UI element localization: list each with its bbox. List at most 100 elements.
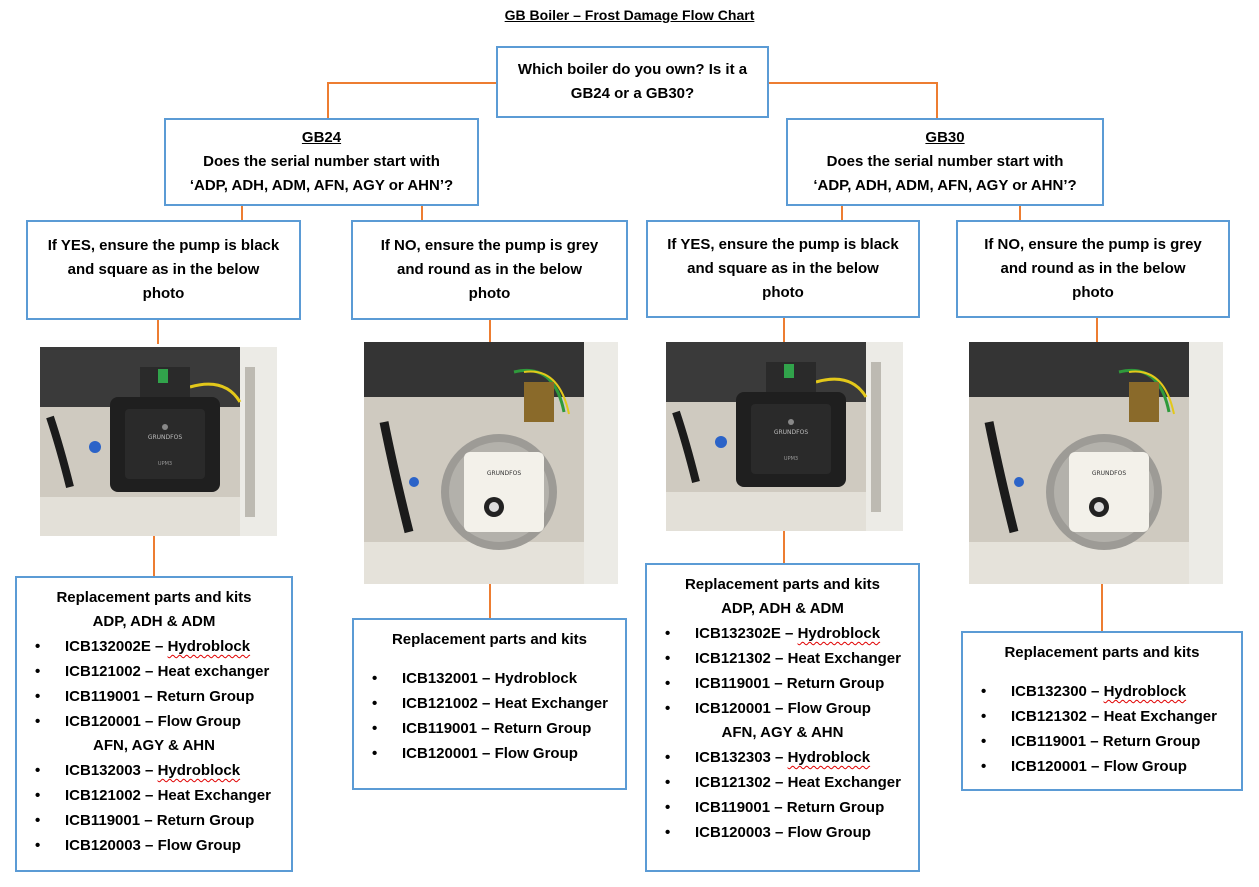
gb24-yes-line2: and square as in the below [68, 258, 260, 282]
connector-line [1019, 205, 1021, 221]
gb30-yes-line2: and square as in the below [687, 257, 879, 281]
parts-list-item: ICB121002 – Heat Exchanger [23, 783, 285, 808]
parts-list: ICB132300 – Hydroblock ICB121302 – Heat … [969, 679, 1235, 779]
part-name: Heat Exchanger [788, 774, 901, 791]
connector-line [153, 536, 155, 576]
question-line2: GB24 or a GB30? [571, 82, 694, 106]
parts-list-item: ICB120001 – Flow Group [360, 741, 619, 766]
gb30-no-box: If NO, ensure the pump is grey and round… [956, 220, 1230, 318]
part-code: ICB119001 – [402, 720, 490, 737]
gb24-yes-box: If YES, ensure the pump is black and squ… [26, 220, 301, 320]
part-code: ICB121302 – [1011, 708, 1099, 725]
black-pump-model: UPM3 [158, 461, 172, 467]
parts-list-item: ICB120003 – Flow Group [653, 820, 912, 845]
parts-list: ICB132002E – Hydroblock ICB121002 – Heat… [23, 634, 285, 734]
gb30-no-line3: photo [1072, 281, 1114, 305]
connector-line [1096, 318, 1098, 342]
part-code: ICB119001 – [1011, 733, 1099, 750]
parts-list-item: ICB121302 – Heat Exchanger [969, 704, 1235, 729]
part-code: ICB121002 – [65, 787, 153, 804]
part-code: ICB121302 – [695, 650, 783, 667]
parts-list-item: ICB121002 – Heat Exchanger [360, 691, 619, 716]
part-name: Hydroblock [168, 638, 251, 655]
part-code: ICB132300 – [1011, 683, 1099, 700]
connector-line [421, 205, 423, 221]
gb24-no-line2: and round as in the below [397, 258, 582, 282]
parts-list-item: ICB119001 – Return Group [360, 716, 619, 741]
gb30-yes-line1: If YES, ensure the pump is black [667, 233, 898, 257]
part-name: Return Group [157, 688, 255, 705]
part-code: ICB132303 – [695, 749, 783, 766]
part-code: ICB120003 – [695, 824, 783, 841]
part-code: ICB132302E – [695, 625, 793, 642]
parts-list-item: ICB120001 – Flow Group [653, 696, 912, 721]
parts-list-item: ICB120003 – Flow Group [23, 833, 285, 858]
parts-list: ICB132003 – Hydroblock ICB121002 – Heat … [23, 758, 285, 858]
part-name: Flow Group [788, 700, 871, 717]
part-name: Return Group [494, 720, 592, 737]
gb24-no-box: If NO, ensure the pump is grey and round… [351, 220, 628, 320]
connector-line [1101, 584, 1103, 631]
page-title: GB Boiler – Frost Damage Flow Chart [0, 7, 1259, 23]
question-line1: Which boiler do you own? Is it a [518, 58, 747, 82]
parts-group-title: ADP, ADH & ADM [653, 597, 912, 621]
connector-line [327, 82, 329, 119]
parts-list-item: ICB121002 – Heat exchanger [23, 659, 285, 684]
part-name: Flow Group [495, 745, 578, 762]
parts-list: ICB132302E – Hydroblock ICB121302 – Heat… [653, 621, 912, 721]
parts-list-item: ICB119001 – Return Group [23, 808, 285, 833]
parts-list-item: ICB120001 – Flow Group [23, 709, 285, 734]
parts-group-title: AFN, AGY & AHN [653, 721, 912, 745]
connector-line [241, 205, 243, 221]
gb30-serial-question: Does the serial number start with [827, 150, 1064, 174]
part-code: ICB132002E – [65, 638, 163, 655]
gb24-yes-parts-box: Replacement parts and kits ADP, ADH & AD… [15, 576, 293, 872]
part-name: Hydroblock [495, 670, 578, 687]
part-name: Heat Exchanger [1104, 708, 1217, 725]
question-box: Which boiler do you own? Is it a GB24 or… [496, 46, 769, 118]
gb24-serial-prefixes: ‘ADP, ADH, ADM, AFN, AGY or AHN’? [190, 174, 453, 198]
black-pump-brand: GRUNDFOS [774, 429, 808, 436]
connector-line [327, 82, 497, 84]
part-name: Hydroblock [788, 749, 871, 766]
part-name: Return Group [157, 812, 255, 829]
gb30-box: GB30 Does the serial number start with ‘… [786, 118, 1104, 206]
part-code: ICB132001 – [402, 670, 490, 687]
gb24-no-line1: If NO, ensure the pump is grey [381, 234, 599, 258]
part-code: ICB120003 – [65, 837, 153, 854]
parts-group-title: ADP, ADH & ADM [23, 610, 285, 634]
parts-header: Replacement parts and kits [23, 586, 285, 610]
parts-list-item: ICB119001 – Return Group [653, 795, 912, 820]
gb30-heading: GB30 [925, 126, 964, 150]
parts-list: ICB132001 – Hydroblock ICB121002 – Heat … [360, 666, 619, 766]
part-name: Heat Exchanger [158, 787, 271, 804]
part-code: ICB120001 – [65, 713, 153, 730]
black-pump-model: UPM3 [784, 456, 798, 462]
connector-line [489, 584, 491, 618]
connector-line [768, 82, 938, 84]
gb30-yes-line3: photo [762, 281, 804, 305]
part-name: Flow Group [158, 713, 241, 730]
parts-list-item: ICB120001 – Flow Group [969, 754, 1235, 779]
gb30-no-parts-box: Replacement parts and kits ICB132300 – H… [961, 631, 1243, 791]
parts-list-item: ICB132003 – Hydroblock [23, 758, 285, 783]
black-pump-brand: GRUNDFOS [148, 434, 182, 441]
part-name: Hydroblock [158, 762, 241, 779]
part-name: Heat Exchanger [495, 695, 608, 712]
part-name: Flow Group [1104, 758, 1187, 775]
parts-list-item: ICB119001 – Return Group [23, 684, 285, 709]
grey-pump-brand: GRUNDFOS [1092, 470, 1126, 477]
parts-list-item: ICB119001 – Return Group [653, 671, 912, 696]
connector-line [783, 318, 785, 342]
part-code: ICB119001 – [65, 812, 153, 829]
part-name: Return Group [787, 799, 885, 816]
part-code: ICB121002 – [65, 663, 153, 680]
part-name: Return Group [787, 675, 885, 692]
part-name: Heat exchanger [158, 663, 270, 680]
parts-list-item: ICB119001 – Return Group [969, 729, 1235, 754]
part-code: ICB119001 – [695, 675, 783, 692]
parts-list: ICB132303 – Hydroblock ICB121302 – Heat … [653, 745, 912, 845]
part-name: Flow Group [788, 824, 871, 841]
gb24-no-parts-box: Replacement parts and kits ICB132001 – H… [352, 618, 627, 790]
part-name: Hydroblock [798, 625, 881, 642]
